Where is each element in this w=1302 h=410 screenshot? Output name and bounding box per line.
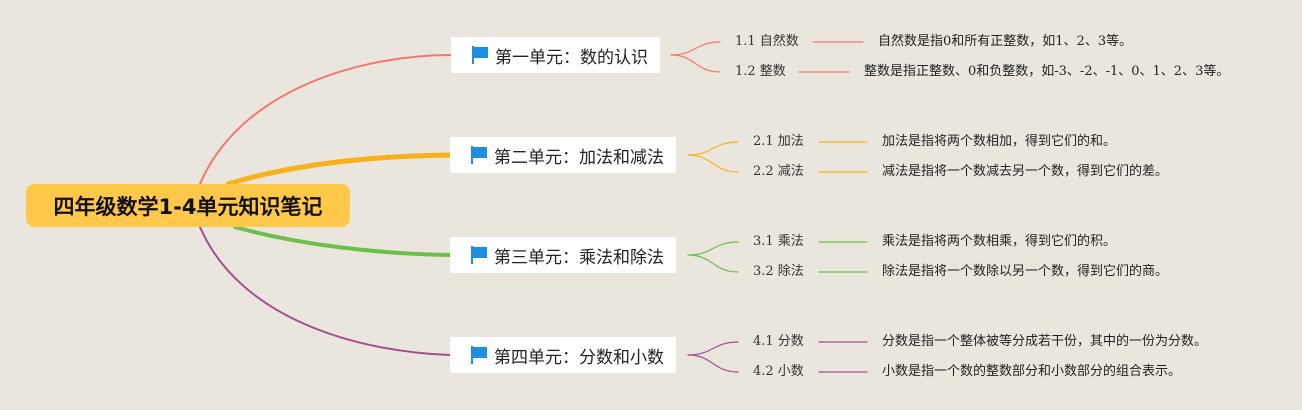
connector-lines	[199, 41, 868, 373]
root-connector	[225, 152, 453, 187]
branch-title: 第二单元：加法和减法	[494, 147, 664, 168]
subtopic-label[interactable]: 1.1 自然数	[735, 34, 799, 49]
branch-connector	[687, 141, 739, 156]
subtopic-label[interactable]: 4.1 分数	[753, 334, 804, 349]
branch-title: 第三单元：乘法和除法	[494, 247, 664, 268]
flag-icon	[471, 146, 487, 164]
branch-connector	[670, 41, 721, 56]
subtopic-description: 分数是指一个整体被等分成若干份，其中的一份为分数。	[882, 334, 1208, 349]
root-topic[interactable]: 四年级数学1-4单元知识笔记	[26, 184, 350, 227]
branch-connector	[687, 341, 739, 356]
subtopic-description: 小数是指一个数的整数部分和小数部分的组合表示。	[882, 364, 1182, 379]
flag-icon	[471, 346, 487, 364]
root-connector	[199, 54, 452, 185]
flag-icon	[471, 246, 487, 264]
subtopic-label[interactable]: 3.2 除法	[753, 264, 804, 279]
branch-connector	[687, 241, 739, 256]
subtopic-description: 除法是指将一个数除以另一个数，得到它们的商。	[882, 264, 1169, 279]
subtopic-label[interactable]: 2.2 减法	[753, 164, 804, 179]
subtopic-description: 整数是指正整数、0和负整数，如-3、-2、-1、0、1、2、3等。	[864, 64, 1230, 79]
subtopic-label[interactable]: 4.2 小数	[753, 364, 804, 379]
root-connector	[199, 226, 451, 356]
root-connector	[233, 225, 452, 257]
branch-connector	[687, 354, 739, 373]
branch-title: 第一单元：数的认识	[495, 47, 648, 68]
flag-icon	[472, 46, 488, 64]
subtopic-label[interactable]: 1.2 整数	[735, 64, 786, 79]
branch-unit-2[interactable]: 第二单元：加法和减法	[450, 137, 676, 173]
subtopic-label[interactable]: 3.1 乘法	[753, 234, 804, 249]
branch-unit-1[interactable]: 第一单元：数的认识	[451, 37, 660, 73]
branch-title: 第四单元：分数和小数	[494, 347, 664, 368]
subtopic-description: 减法是指将一个数减去另一个数，得到它们的差。	[882, 164, 1169, 179]
branch-unit-4[interactable]: 第四单元：分数和小数	[450, 337, 676, 373]
subtopic-description: 加法是指将两个数相加，得到它们的和。	[882, 134, 1117, 149]
subtopic-description: 乘法是指将两个数相乘，得到它们的积。	[882, 234, 1117, 249]
branch-connector	[687, 254, 739, 273]
branch-unit-3[interactable]: 第三单元：乘法和除法	[450, 237, 676, 273]
branch-connector	[670, 54, 721, 73]
branch-connector	[687, 154, 739, 173]
subtopic-description: 自然数是指0和所有正整数，如1、2、3等。	[878, 34, 1133, 49]
subtopic-label[interactable]: 2.1 加法	[753, 134, 804, 149]
